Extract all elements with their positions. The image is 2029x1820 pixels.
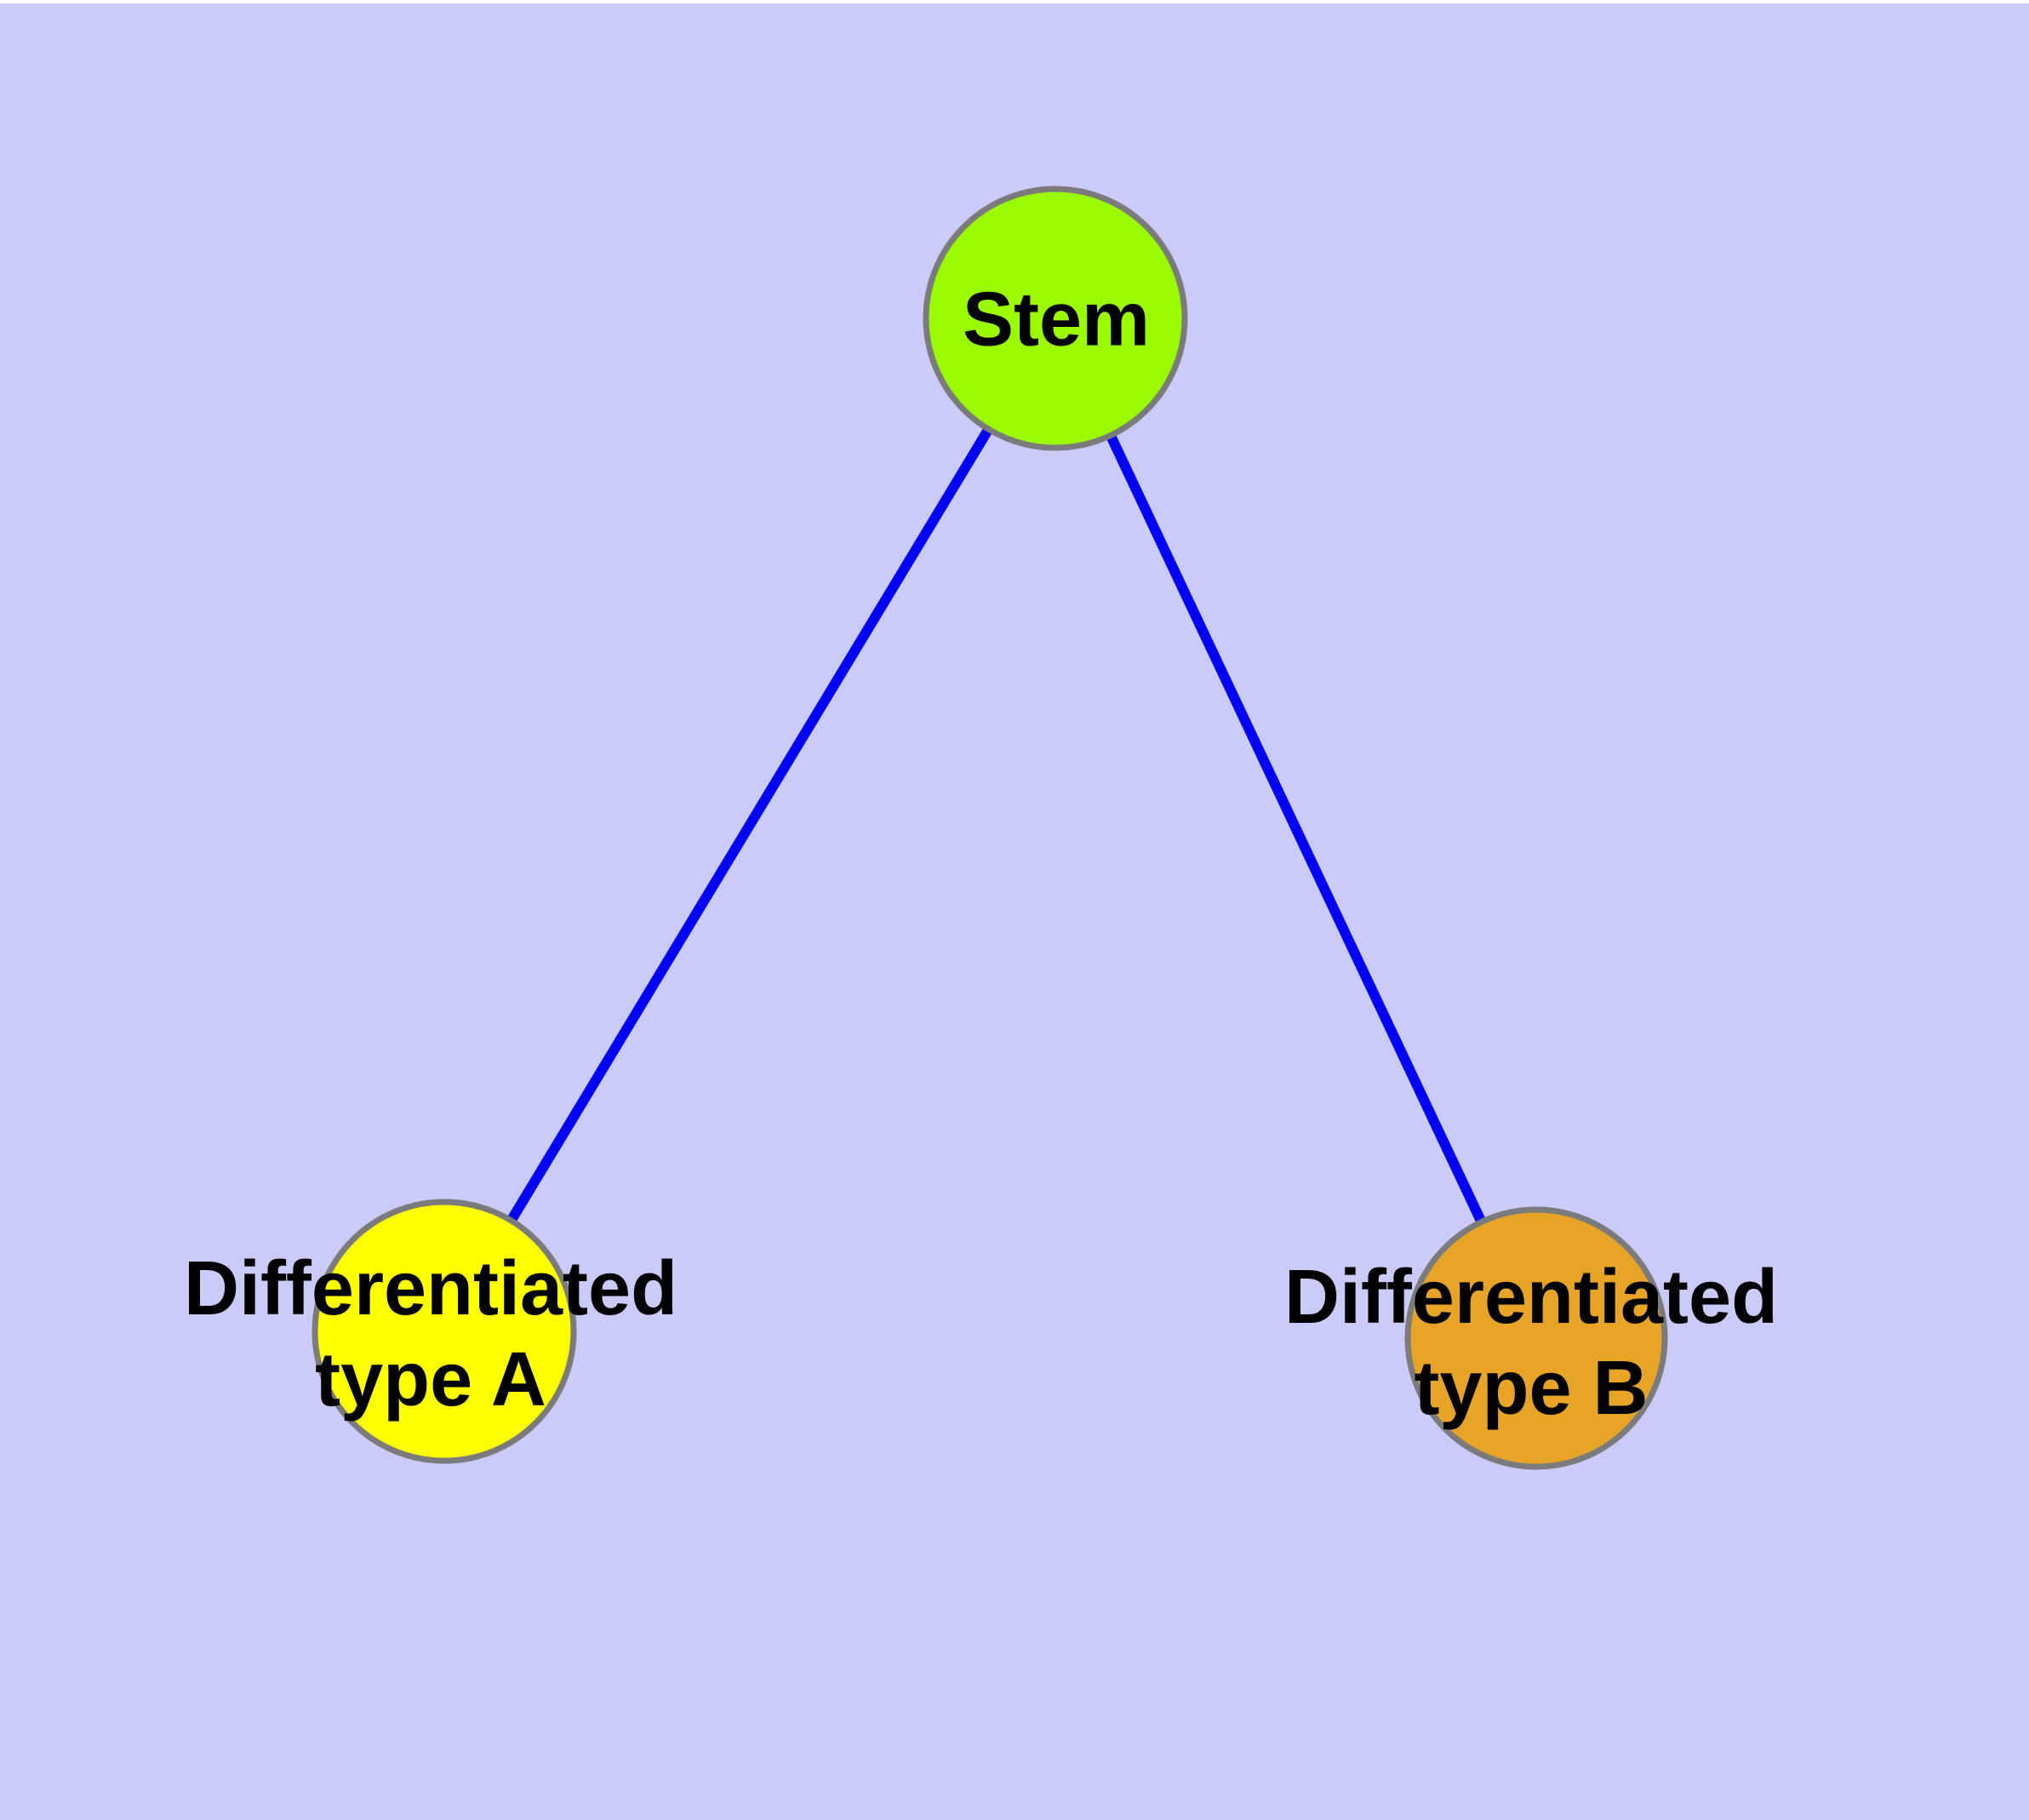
edge-stem-to-type-a <box>439 315 1060 1335</box>
node-stem-circle <box>923 186 1188 451</box>
node-stem <box>923 186 1188 451</box>
node-type-a-circle <box>311 1199 577 1464</box>
node-differentiated-type-a <box>311 1199 577 1464</box>
edge-stem-to-type-b <box>1050 316 1541 1341</box>
node-type-b-circle <box>1404 1206 1668 1470</box>
node-differentiated-type-b <box>1404 1206 1668 1470</box>
